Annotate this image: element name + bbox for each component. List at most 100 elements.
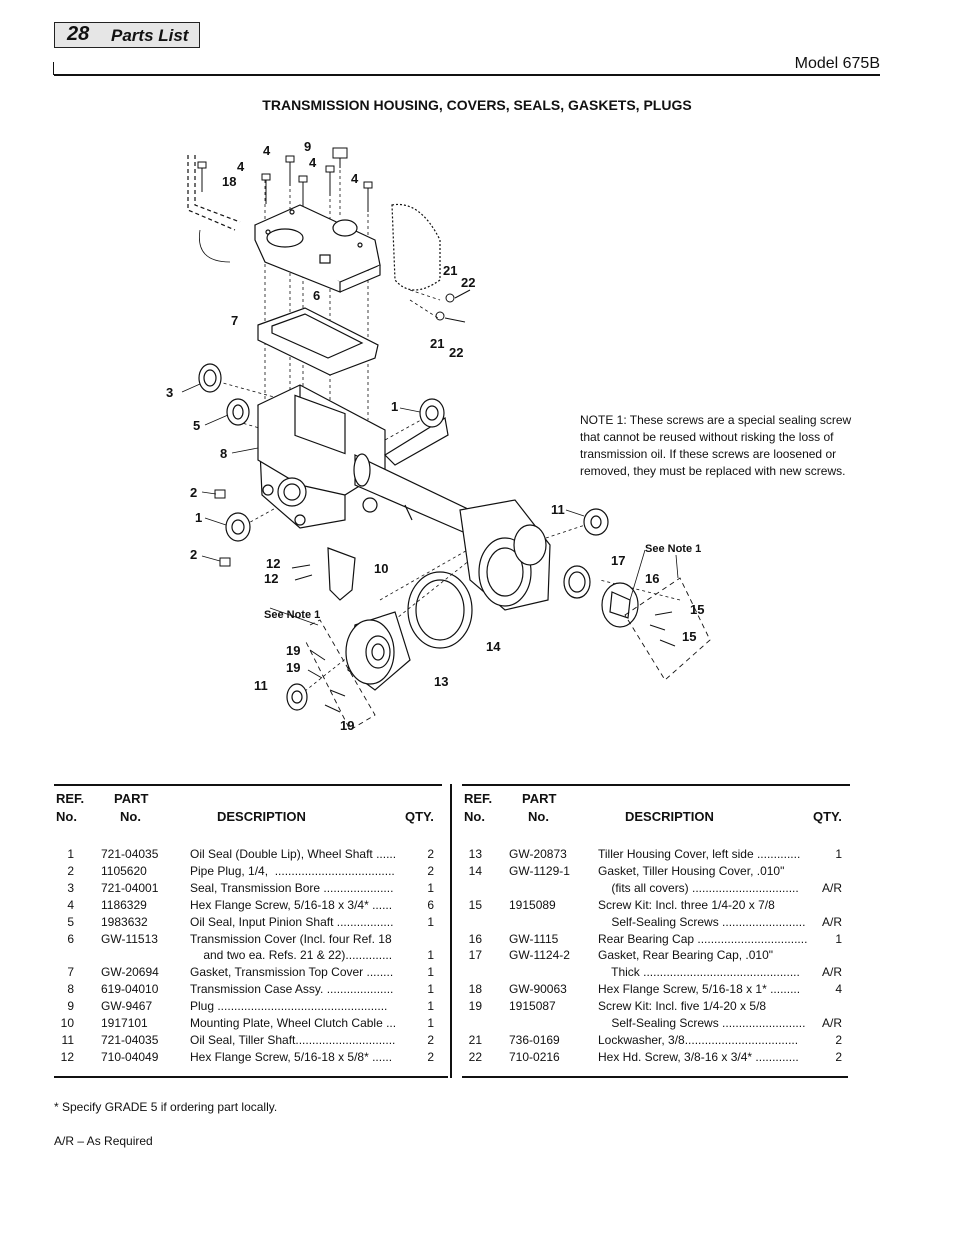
description-cell: Hex Flange Screw, 5/16-18 x 5/8* ...... — [190, 1049, 393, 1064]
description-cell: Screw Kit: Incl. five 1/4-20 x 5/8 — [598, 999, 767, 1014]
part-header-top: PART — [522, 791, 557, 806]
ref-cell: 22 — [468, 1049, 482, 1064]
ref-cell: 3 — [67, 880, 74, 895]
bolt-group-right — [435, 289, 471, 323]
ref-cell: 21 — [468, 1032, 482, 1047]
callout-14: 14 — [486, 639, 501, 654]
callout-8: 8 — [220, 446, 227, 461]
header-rule — [54, 74, 880, 76]
page-number: 28 — [67, 23, 90, 45]
cover-bolt-bracket — [187, 155, 241, 263]
qty-cell: A/R — [821, 1016, 842, 1030]
description-cell: Self-Sealing Screws ....................… — [598, 1016, 806, 1030]
ref-header-bottom: No. — [56, 809, 77, 824]
qty-cell: 1 — [835, 931, 842, 946]
table-bottom-rule — [462, 1076, 848, 1078]
part-number-cell: GW-11513 — [101, 931, 158, 946]
part-number-cell: 1915087 — [509, 999, 556, 1014]
table-row: 12 710-04049 Hex Flange Screw, 5/16-18 x 5… — [54, 1049, 442, 1066]
part-number-cell: GW-20694 — [101, 965, 159, 980]
description-cell: Transmission Case Assy. ................… — [190, 982, 394, 997]
top-cover-gasket — [257, 307, 379, 376]
qty-cell: 2 — [427, 1049, 434, 1064]
qty-cell: 1 — [427, 999, 434, 1014]
hardware-bolts — [197, 147, 676, 713]
oil-seals — [198, 363, 609, 711]
table-top-rule — [54, 784, 442, 786]
leader-lines — [181, 383, 679, 626]
ref-header-top: REF. — [464, 791, 493, 806]
ref-cell: 10 — [60, 1016, 74, 1030]
part-number-cell: GW-1124-2 — [509, 948, 570, 963]
ref-cell: 5 — [67, 914, 74, 929]
ref-cell: 9 — [67, 999, 74, 1014]
transmission-cover — [254, 204, 381, 293]
callout-18: 18 — [222, 174, 236, 189]
callout-1: 1 — [195, 510, 202, 525]
callout-19: 19 — [286, 660, 300, 675]
col-description-header: DESCRIPTION — [217, 809, 306, 824]
part-number-cell: GW-1129-1 — [509, 863, 570, 878]
table-top-rule — [462, 784, 850, 786]
callout-6: 6 — [313, 288, 320, 303]
footnote-as-required: A/R – As Required — [54, 1134, 153, 1148]
qty-cell: 2 — [835, 1049, 842, 1064]
ref-cell: 14 — [468, 863, 482, 878]
callout-19: 19 — [286, 643, 300, 658]
col-description-header: DESCRIPTION — [625, 809, 714, 824]
description-cell: (fits all covers) ......................… — [598, 880, 799, 895]
ref-cell: 11 — [61, 1032, 74, 1047]
part-number-cell: GW-1115 — [509, 931, 559, 946]
bolt-group-15 — [649, 611, 676, 647]
bolt-group-19 — [307, 649, 346, 713]
callout-1: 1 — [391, 399, 398, 414]
table-row: Self-Sealing Screws ....................… — [462, 1015, 850, 1032]
callout-11: 11 — [254, 678, 268, 693]
ref-cell: 12 — [60, 1049, 74, 1064]
part-number-cell: 721-04001 — [101, 880, 159, 895]
screw-kit-boxes — [304, 577, 711, 731]
qty-cell: 2 — [835, 1032, 842, 1047]
see-note-label: See Note 1 — [645, 543, 701, 555]
callout-5: 5 — [193, 418, 200, 433]
part-number-cell: 736-0169 — [509, 1032, 560, 1047]
ref-cell: 17 — [468, 948, 482, 963]
callout-21: 21 — [443, 263, 457, 278]
description-cell: Hex Flange Screw, 5/16-18 x 1* ......... — [598, 982, 801, 997]
qty-cell: A/R — [821, 965, 842, 980]
callout-22: 22 — [461, 275, 475, 290]
section-tab-label: Parts List — [111, 26, 189, 45]
description-cell: Hex Hd. Screw, 3/8-16 x 3/4* ...........… — [598, 1049, 799, 1064]
description-cell: Transmission Cover (Incl. four Ref. 18 — [190, 931, 392, 946]
qty-cell: 1 — [427, 982, 434, 997]
ref-cell: 16 — [468, 931, 482, 946]
ref-cell: 7 — [67, 965, 74, 980]
part-number-cell: 619-04010 — [101, 982, 159, 997]
part-number-cell: 710-04049 — [101, 1049, 159, 1064]
callout-15: 15 — [682, 629, 696, 644]
ref-cell: 6 — [67, 931, 74, 946]
part-number-cell: 1983632 — [101, 914, 148, 929]
bolt-group-top — [197, 147, 373, 212]
callout-15: 15 — [690, 602, 704, 617]
description-cell: Oil Seal (Double Lip), Wheel Shaft .....… — [190, 847, 397, 861]
part-number-cell: 721-04035 — [101, 1032, 159, 1047]
transmission-case — [257, 384, 386, 529]
ref-cell: 4 — [67, 897, 74, 912]
col-ref-header: REF. No. — [464, 790, 492, 826]
qty-cell: 2 — [427, 847, 434, 861]
table-row: 6 GW-11513 Transmission Cover (Incl. four … — [54, 931, 442, 948]
qty-cell: 6 — [427, 897, 434, 912]
callout-2: 2 — [190, 485, 197, 500]
ref-cell: 15 — [468, 897, 482, 912]
